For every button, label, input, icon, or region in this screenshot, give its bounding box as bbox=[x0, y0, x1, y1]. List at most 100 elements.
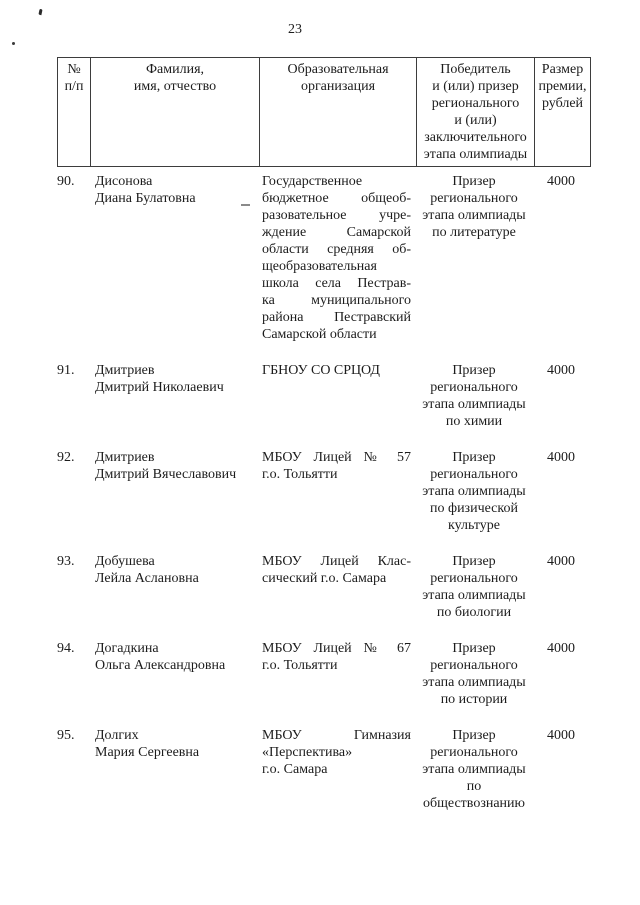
text-line: обществознанию bbox=[423, 796, 525, 811]
prize-status-cell: Призер регионального этапа олимпиады по обще… bbox=[415, 727, 533, 812]
row-number-cell: 94. bbox=[57, 641, 75, 656]
text-line: по биологии bbox=[436, 605, 512, 620]
text-line: Призер bbox=[452, 554, 496, 569]
text-line: школа села Пестрав- bbox=[262, 276, 411, 291]
row-number-cell: 91. bbox=[57, 363, 75, 378]
text-line: по bbox=[466, 779, 482, 794]
text-line: г.о. Самара bbox=[262, 762, 328, 777]
scan-speck bbox=[38, 8, 43, 16]
amount-cell: 4000 bbox=[547, 641, 575, 656]
text-line: этапа олимпиады bbox=[422, 208, 526, 223]
text-line: ГБНОУ СО СРЦОД bbox=[262, 363, 380, 378]
text-line: этапа олимпиады bbox=[422, 397, 526, 412]
text-line: г.о. Тольятти bbox=[262, 467, 338, 482]
text-line: Государственное bbox=[262, 174, 363, 189]
text-line: этапа олимпиады bbox=[422, 588, 526, 603]
text-line: этапа олимпиады bbox=[422, 675, 526, 690]
text-line: регионального bbox=[430, 191, 518, 206]
text-line: разовательное учре- bbox=[262, 208, 411, 223]
text-line: Диана Булатовна bbox=[95, 191, 196, 206]
text-line: рублей bbox=[541, 96, 584, 111]
text-line: Призер bbox=[452, 363, 496, 378]
text-line: Размер bbox=[541, 62, 584, 77]
text-line: Победитель bbox=[440, 62, 511, 77]
text-line: ка муниципального bbox=[262, 293, 411, 308]
text-line: Догадкина bbox=[95, 641, 159, 656]
text-line: организация bbox=[300, 79, 376, 94]
text-line: заключительного bbox=[424, 130, 527, 145]
amount-cell: 4000 bbox=[547, 554, 575, 569]
text-line: регионального bbox=[431, 96, 520, 111]
text-line: «Перспектива» bbox=[262, 745, 353, 760]
text-line: этапа олимпиады bbox=[423, 147, 528, 162]
text-line: Мария Сергеевна bbox=[95, 745, 200, 760]
row-number-cell: 95. bbox=[57, 728, 75, 743]
text-line: регионального bbox=[430, 658, 518, 673]
text-line: г.о. Тольятти bbox=[262, 658, 338, 673]
text-line: МБОУ Гимназия bbox=[262, 728, 411, 743]
text-line: Лейла Аслановна bbox=[95, 571, 199, 586]
prize-status-cell: Призер регионального этапа олимпиады по хим… bbox=[415, 362, 533, 430]
text-line: Дмитриев bbox=[95, 450, 155, 465]
text-line: по химии bbox=[445, 414, 503, 429]
text-line: по литературе bbox=[432, 225, 516, 240]
text-line: Призер bbox=[452, 728, 496, 743]
page-number: 23 bbox=[288, 22, 302, 37]
text-line: Долгих bbox=[95, 728, 139, 743]
amount-cell: 4000 bbox=[547, 174, 575, 189]
text-line: Призер bbox=[452, 174, 496, 189]
text-line: бюджетное общеоб- bbox=[262, 191, 411, 206]
text-line: Призер bbox=[452, 641, 496, 656]
organization-cell: Государственное бюджетное общеоб-разовате… bbox=[258, 173, 415, 343]
text-line: Дмитрий Вячеславович bbox=[95, 467, 237, 482]
amount-cell: 4000 bbox=[547, 728, 575, 743]
text-line: имя, отчество bbox=[133, 79, 217, 94]
text-line: культуре bbox=[448, 518, 500, 533]
text-line: Призер bbox=[452, 450, 496, 465]
organization-cell: МБОУ Лицей Клас-сический г.о. Самара bbox=[258, 553, 415, 621]
prize-status-cell: Призер регионального этапа олимпиады по лит… bbox=[415, 173, 533, 343]
text-line: регионального bbox=[430, 467, 518, 482]
scan-speck bbox=[12, 42, 15, 45]
text-line: МБОУ Лицей № 57 bbox=[262, 450, 411, 465]
text-line: этапа олимпиады bbox=[422, 762, 526, 777]
text-line: Образовательная bbox=[287, 62, 389, 77]
text-line: регионального bbox=[430, 571, 518, 586]
text-line: Фамилия, bbox=[145, 62, 205, 77]
organization-cell: МБОУ Лицей № 57 г.о. Тольятти bbox=[258, 449, 415, 534]
text-line: щеобразовательная bbox=[262, 259, 377, 274]
amount-cell: 4000 bbox=[547, 363, 575, 378]
text-line: района Пестравский bbox=[262, 310, 411, 325]
text-line: № bbox=[67, 62, 81, 77]
amount-cell: 4000 bbox=[547, 450, 575, 465]
text-line: по истории bbox=[440, 692, 508, 707]
text-line: Дисонова bbox=[95, 174, 153, 189]
text-line: МБОУ Лицей Клас- bbox=[262, 554, 411, 569]
header-cell-organization: Образовательная организация bbox=[259, 58, 416, 166]
text-line: сический г.о. Самара bbox=[262, 571, 387, 586]
text-line: Дмитрий Николаевич bbox=[95, 380, 224, 395]
text-line: регионального bbox=[430, 745, 518, 760]
row-number-cell: 92. bbox=[57, 450, 75, 465]
prize-status-cell: Призер регионального этапа олимпиады по ист… bbox=[415, 640, 533, 708]
text-line: Добушева bbox=[95, 554, 155, 569]
text-line: регионального bbox=[430, 380, 518, 395]
text-line: Дмитриев bbox=[95, 363, 155, 378]
text-line: Самарской области bbox=[262, 327, 377, 342]
